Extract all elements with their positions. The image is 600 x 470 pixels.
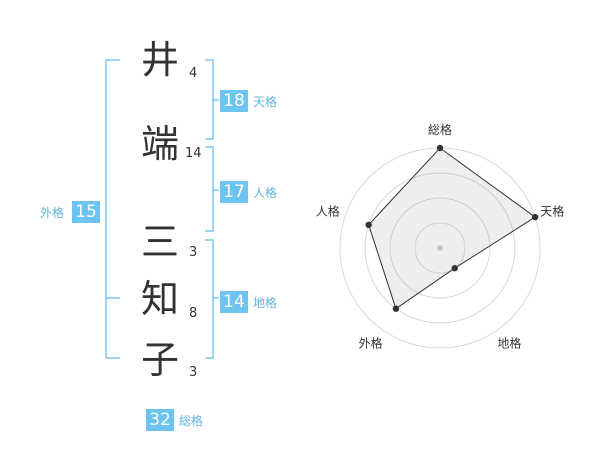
chikaku-score: 14 (220, 291, 248, 313)
stroke-count-4: 8 (189, 306, 198, 321)
stroke-count-2: 14 (185, 146, 202, 161)
jinkaku-label: 人格 (253, 186, 278, 200)
chikaku-label: 地格 (253, 296, 278, 310)
gaikaku-score: 15 (72, 201, 100, 223)
radar-ring-1 (414, 222, 466, 274)
stroke-count-3: 3 (189, 245, 198, 260)
gaikaku-label: 外格 (40, 206, 65, 220)
stroke-count-5: 3 (189, 365, 198, 380)
radar-ring-3 (364, 172, 516, 324)
radar-axis-label-4: 外格 (359, 335, 383, 350)
name-char-5: 子 (140, 338, 179, 382)
radar-point-4 (392, 305, 400, 312)
jinkaku-bracket (205, 146, 214, 232)
radar-point-2 (531, 213, 539, 221)
soukaku-label: 総格 (179, 414, 204, 428)
name-char-1: 井 (140, 38, 179, 82)
name-char-3: 三 (140, 220, 179, 264)
radar-point-1 (436, 144, 444, 152)
tenkaku-score: 18 (220, 90, 248, 112)
soukaku-score: 32 (146, 409, 174, 431)
tenkaku-label: 天格 (253, 95, 278, 109)
gaikaku-bracket (105, 59, 120, 359)
radar-ring-2 (389, 197, 491, 299)
radar-data-polygon (368, 147, 536, 310)
jinkaku-score: 17 (220, 181, 248, 203)
stroke-count-1: 4 (189, 66, 198, 81)
radar-center (437, 245, 443, 251)
radar-axis-label-2: 天格 (540, 204, 564, 219)
radar-axis-label-3: 地格 (497, 335, 521, 350)
name-char-2: 端 (140, 122, 179, 166)
chikaku-bracket (205, 239, 214, 359)
radar-axis-label-1: 総格 (428, 122, 452, 137)
radar-axis-label-5: 人格 (316, 204, 340, 219)
radar-point-3 (451, 265, 458, 272)
name-char-4: 知 (140, 277, 179, 321)
radar-point-5 (365, 221, 372, 229)
